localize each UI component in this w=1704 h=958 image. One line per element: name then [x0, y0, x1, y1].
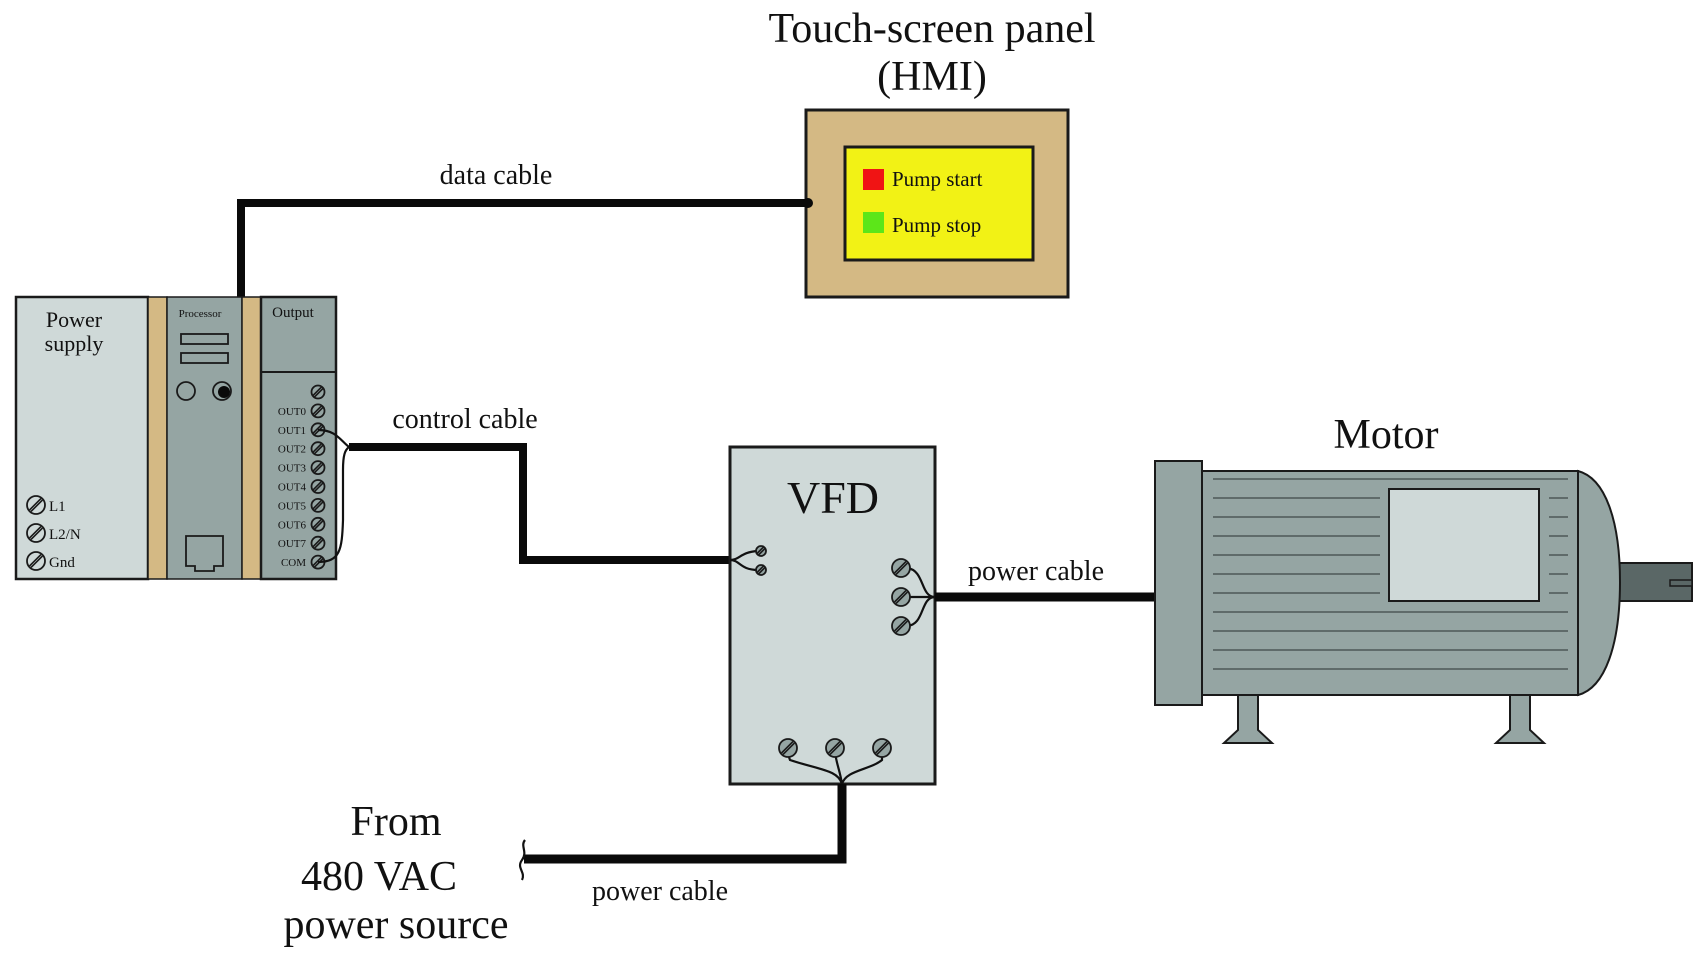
- hmi-title-line2: (HMI): [877, 54, 987, 100]
- output-terminal-label: OUT3: [278, 463, 307, 475]
- output-terminal-label: OUT6: [278, 519, 307, 531]
- vfd-control-terminal[interactable]: [755, 564, 767, 576]
- processor-port[interactable]: [176, 381, 196, 401]
- motor-foot: [1221, 692, 1275, 744]
- output-terminal-label: OUT4: [278, 482, 307, 494]
- power-terminal-l2-n[interactable]: [26, 523, 46, 543]
- output-terminal-label: OUT0: [278, 406, 307, 418]
- motor-flange: [1154, 460, 1203, 706]
- power-terminal-l1[interactable]: [26, 495, 46, 515]
- output-terminal-label: OUT2: [278, 444, 306, 456]
- motor-foot: [1493, 692, 1547, 744]
- vfd-output-terminal[interactable]: [891, 587, 911, 607]
- power-source-label: From 480 VAC power source: [283, 799, 508, 948]
- output-terminal-out7[interactable]: [310, 535, 326, 551]
- output-terminal-label: OUT7: [278, 538, 307, 550]
- output-terminal-out4[interactable]: [310, 479, 326, 494]
- source-line-1: From: [350, 799, 441, 845]
- processor-slot: [180, 352, 229, 364]
- vfd-output-terminal[interactable]: [891, 558, 911, 578]
- rack-separator: [241, 296, 262, 580]
- vfd-body: [728, 445, 937, 786]
- output-terminal-out5[interactable]: [310, 497, 326, 513]
- source-line-2: 480 VAC: [301, 854, 457, 900]
- vfd-label: VFD: [787, 472, 879, 523]
- output-module: [259, 295, 338, 581]
- pump-start-label: Pump start: [892, 167, 983, 191]
- power-terminal-label: L1: [49, 499, 66, 515]
- hmi-panel: Touch-screen panel (HMI) Pump start Pump…: [768, 6, 1096, 299]
- output-terminal-out3[interactable]: [310, 460, 326, 476]
- vfd-control-terminal[interactable]: [755, 545, 767, 557]
- motor: Motor: [1154, 412, 1693, 744]
- output-terminal-label: OUT1: [278, 425, 306, 437]
- output-terminal-label: COM: [281, 557, 306, 569]
- supply-power-cable: power cable: [518, 784, 847, 907]
- hmi-screen[interactable]: [843, 145, 1035, 262]
- power-supply-label-1: Power: [46, 307, 103, 332]
- output-label: Output: [272, 305, 315, 321]
- ethernet-port-icon[interactable]: [185, 535, 224, 572]
- data-cable-label: data cable: [440, 160, 553, 191]
- motor-end-cap: [1577, 469, 1622, 697]
- output-terminal-out6[interactable]: [310, 516, 326, 532]
- control-cable-label: control cable: [392, 404, 537, 435]
- output-terminal-out0[interactable]: [310, 403, 326, 419]
- motor-power-cable: power cable: [935, 556, 1168, 603]
- vfd-input-terminal[interactable]: [872, 738, 892, 758]
- processor-slot: [180, 333, 229, 345]
- processor-label: Processor: [179, 308, 222, 320]
- output-terminal-label: OUT5: [278, 500, 307, 512]
- control-cable: control cable: [317, 404, 729, 564]
- power-supply-label-2: supply: [45, 331, 104, 356]
- supply-power-cable-label: power cable: [592, 876, 728, 907]
- vfd-input-terminal[interactable]: [778, 738, 798, 758]
- vfd: VFD: [728, 445, 937, 786]
- pump-stop-button[interactable]: [863, 212, 884, 233]
- rack-separator: [147, 296, 168, 580]
- motor-power-cable-label: power cable: [968, 556, 1104, 587]
- power-terminal-label: L2/N: [49, 527, 81, 543]
- output-terminal[interactable]: [310, 384, 326, 400]
- source-line-3: power source: [283, 902, 508, 948]
- power-terminal-label: Gnd: [49, 555, 75, 571]
- pump-start-button[interactable]: [863, 169, 884, 190]
- vfd-output-terminal[interactable]: [891, 616, 911, 636]
- pump-stop-label: Pump stop: [892, 213, 981, 237]
- power-terminal-gnd[interactable]: [26, 551, 46, 571]
- hmi-title-line1: Touch-screen panel: [768, 6, 1095, 52]
- vfd-input-terminal[interactable]: [825, 738, 845, 758]
- motor-label: Motor: [1334, 412, 1439, 458]
- output-terminal-out2[interactable]: [310, 441, 326, 457]
- motor-nameplate: [1388, 488, 1540, 602]
